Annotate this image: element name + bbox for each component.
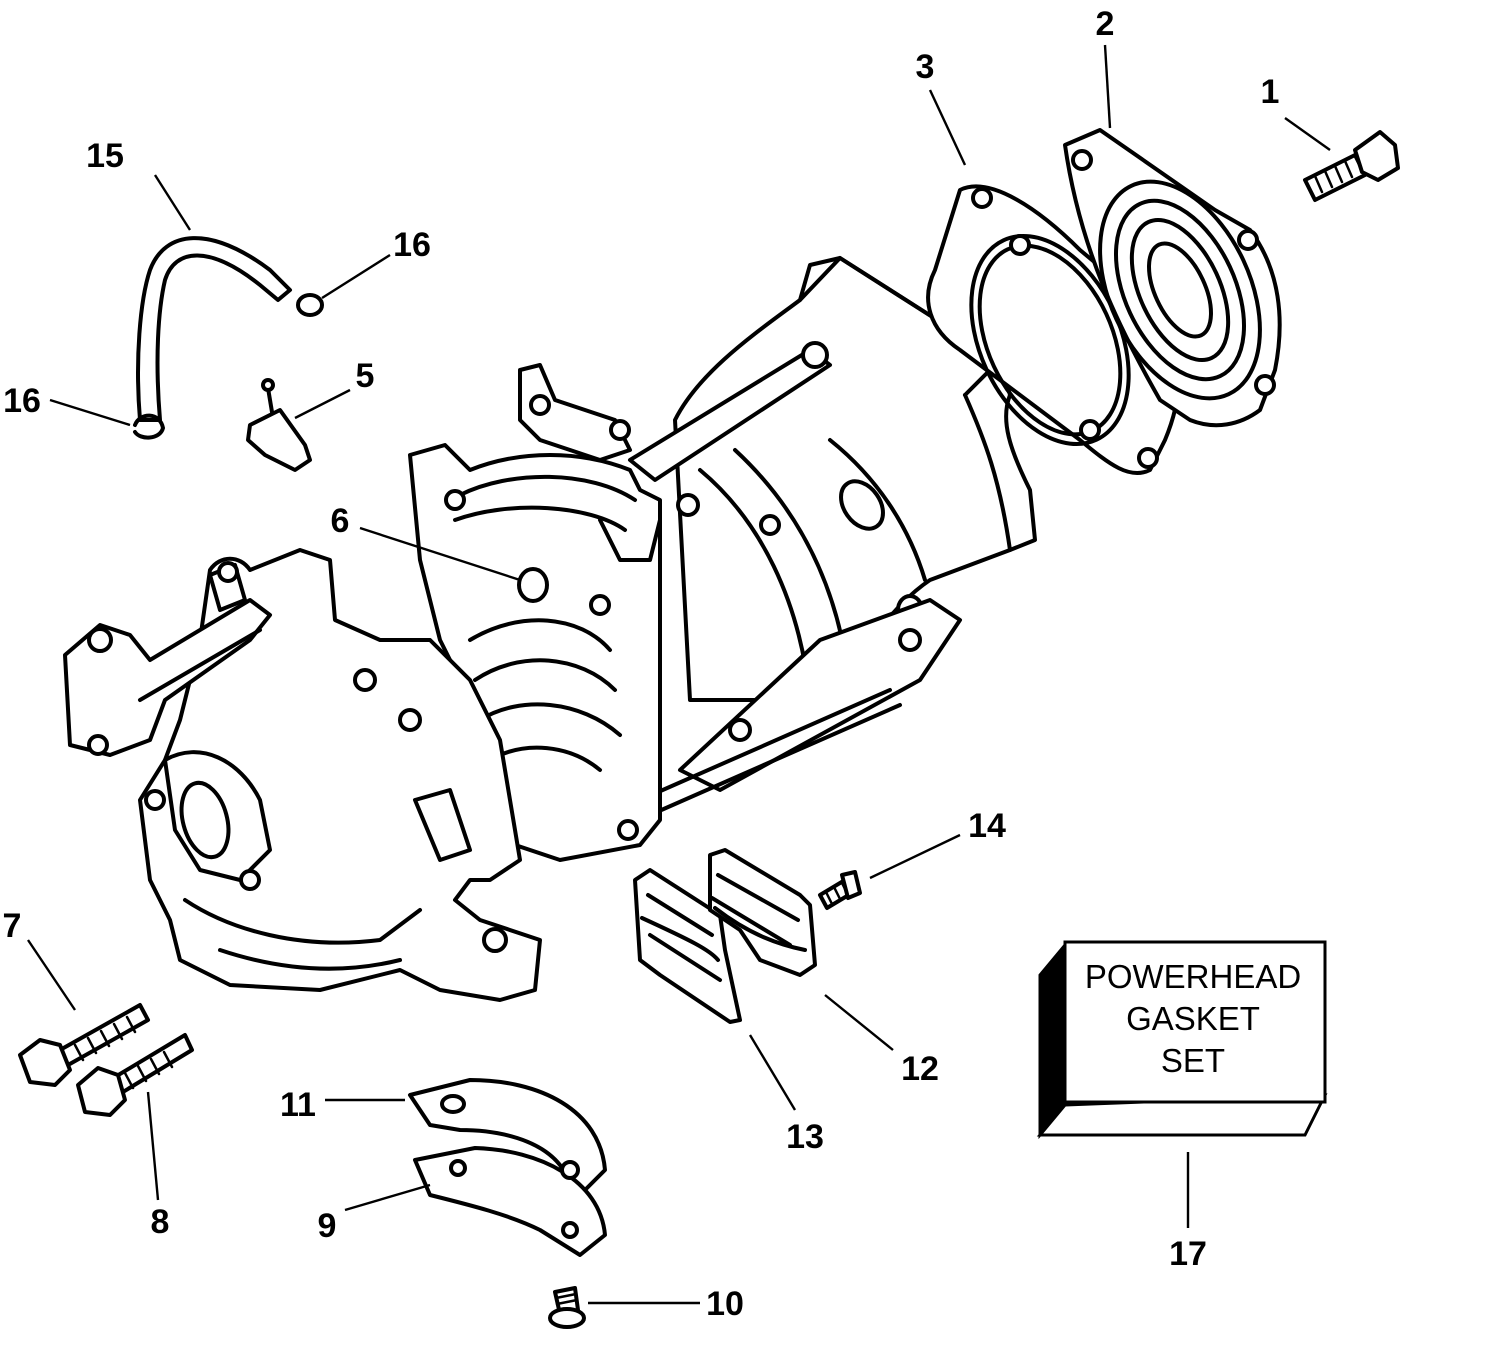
callout-15: 15 bbox=[86, 137, 124, 175]
callout-16-top: 16 bbox=[393, 226, 431, 264]
part-10-screw bbox=[548, 1286, 586, 1329]
callout-9: 9 bbox=[318, 1207, 337, 1245]
callout-labels: 1 2 3 5 6 7 8 9 10 11 12 13 14 15 16 16 … bbox=[3, 5, 1280, 1323]
callout-11: 11 bbox=[280, 1086, 316, 1124]
callout-8: 8 bbox=[151, 1203, 170, 1241]
part-2-cylinder-head bbox=[1063, 128, 1282, 428]
gasket-box-line-2: GASKET bbox=[1126, 1000, 1260, 1037]
callout-2: 2 bbox=[1096, 5, 1115, 43]
callout-3: 3 bbox=[916, 48, 935, 86]
part-7-bolt bbox=[18, 1003, 150, 1087]
callout-13: 13 bbox=[786, 1118, 824, 1156]
part-3-head-gasket bbox=[926, 184, 1181, 476]
part-13-reed-plate bbox=[633, 868, 742, 1024]
gasket-box-line-1: POWERHEAD bbox=[1085, 958, 1301, 995]
callout-5: 5 bbox=[356, 357, 375, 395]
cylinder-block bbox=[63, 256, 1037, 1002]
part-5-fitting bbox=[246, 378, 312, 472]
callout-6: 6 bbox=[331, 502, 350, 540]
part-9-gasket bbox=[413, 1146, 607, 1257]
callout-12: 12 bbox=[901, 1050, 939, 1088]
leader-lines bbox=[27, 44, 1331, 1305]
part-8-bolt bbox=[76, 1033, 194, 1117]
powerhead-gasket-set-box: POWERHEAD GASKET SET bbox=[1036, 940, 1328, 1140]
part-16-clamp-top bbox=[296, 293, 324, 317]
gasket-box-line-3: SET bbox=[1161, 1042, 1225, 1079]
part-11-gasket bbox=[408, 1078, 607, 1197]
part-14-screw bbox=[818, 870, 862, 910]
callout-16-bottom: 16 bbox=[3, 382, 41, 420]
callout-1: 1 bbox=[1261, 73, 1280, 111]
part-16-clamp-bottom bbox=[133, 413, 165, 440]
callout-7: 7 bbox=[3, 907, 22, 945]
callout-14: 14 bbox=[968, 807, 1006, 845]
callout-10: 10 bbox=[706, 1285, 744, 1323]
part-1-bolt bbox=[1303, 130, 1400, 202]
part-12-reed-plate bbox=[708, 848, 817, 977]
callout-17: 17 bbox=[1169, 1235, 1207, 1273]
part-15-hose bbox=[136, 236, 292, 422]
